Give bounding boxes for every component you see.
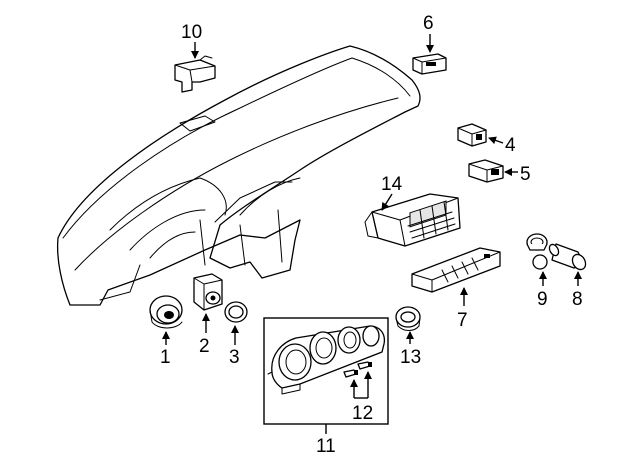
callout-13: 13: [400, 347, 421, 368]
callout-6: 6: [423, 13, 434, 34]
callout-3: 3: [229, 347, 240, 368]
part-5-switch: [468, 159, 504, 183]
part-9-knob: [526, 233, 548, 270]
callout-2: 2: [199, 336, 210, 357]
callout-4: 4: [505, 135, 516, 156]
part-3-ring: [224, 301, 248, 323]
callout-10: 10: [181, 22, 202, 43]
part-14-climate-control: [364, 193, 461, 247]
part-13-knob: [395, 306, 421, 331]
part-1-bezel: [149, 295, 183, 329]
callout-11: 11: [316, 436, 336, 457]
callout-5: 5: [520, 164, 531, 185]
callout-12: 12: [352, 403, 373, 424]
callout-14: 14: [381, 174, 403, 195]
part-10-sensor: [174, 55, 216, 93]
part-12-bulbs: [343, 361, 372, 378]
part-11-instrument-cluster: [263, 317, 389, 425]
part-6-module: [412, 53, 447, 75]
callout-9: 9: [537, 289, 548, 310]
callout-7: 7: [457, 310, 468, 331]
instrument-panel: [56, 45, 421, 306]
part-8-cylinder: [548, 243, 587, 271]
callout-1: 1: [160, 347, 171, 368]
callout-8: 8: [572, 289, 583, 310]
part-7-switch-panel: [411, 247, 501, 293]
part-4-switch: [457, 123, 487, 147]
part-2-ignition-switch: [193, 273, 223, 311]
